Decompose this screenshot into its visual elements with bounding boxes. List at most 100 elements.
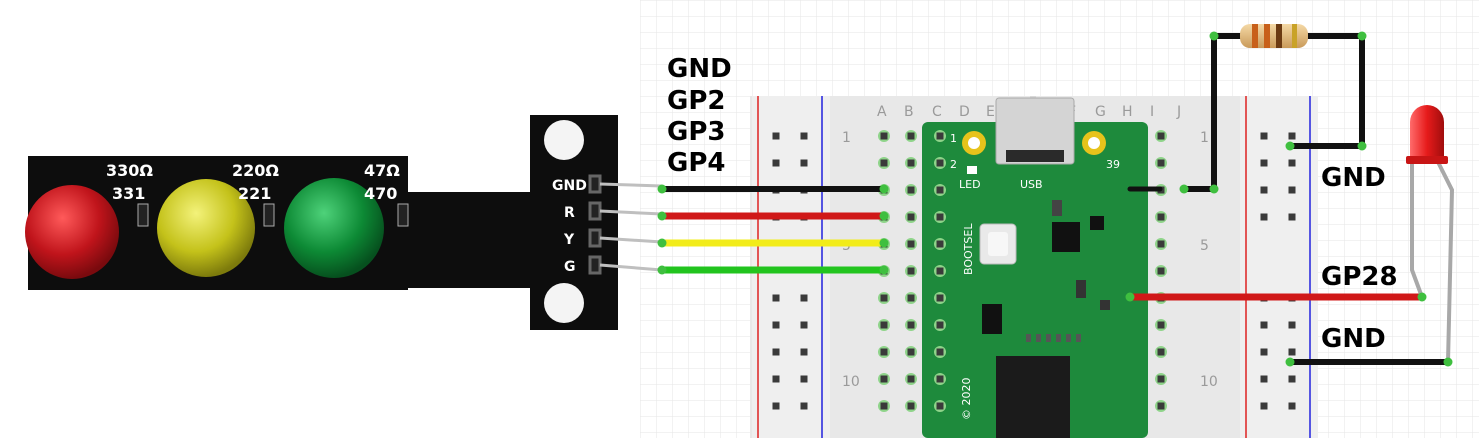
module-pin-label-y: Y <box>563 232 575 248</box>
breadboard-hole <box>800 321 808 329</box>
connection-labels: GND GP2 GP3 GP4 <box>667 54 732 178</box>
breadboard-hole <box>1288 186 1296 194</box>
breadboard-hole <box>800 375 808 383</box>
label-gp3: GP3 <box>667 117 726 147</box>
breadboard-hole <box>800 159 808 167</box>
pico-chip-small <box>1052 222 1080 252</box>
breadboard-hole <box>880 375 888 383</box>
pico-year-label: © 2020 <box>960 378 973 421</box>
breadboard-hole <box>936 321 944 329</box>
wire-end-dot <box>1443 357 1453 367</box>
breadboard-hole <box>936 159 944 167</box>
breadboard-hole <box>1260 321 1268 329</box>
breadboard-hole <box>907 186 915 194</box>
wire-end-dot <box>1209 184 1219 194</box>
breadboard-hole <box>880 132 888 140</box>
resistor-code-green: 470 <box>364 184 397 203</box>
breadboard-hole <box>1260 348 1268 356</box>
breadboard-hole <box>907 402 915 410</box>
wire-end-dot <box>657 184 667 194</box>
breadboard-hole <box>880 348 888 356</box>
breadboard-hole <box>772 132 780 140</box>
wire-resistor-to-bb <box>1181 33 1243 192</box>
breadboard-hole <box>772 159 780 167</box>
breadboard-hole <box>1157 213 1165 221</box>
resistor-value-red: 330Ω <box>106 161 153 180</box>
module-pin-label-gnd: GND <box>552 178 587 194</box>
breadboard-hole <box>936 213 944 221</box>
wire-end-dot <box>657 238 667 248</box>
led-body <box>1410 105 1444 158</box>
wire-end-dot <box>879 184 889 194</box>
breadboard-hole <box>772 321 780 329</box>
breadboard-hole <box>907 375 915 383</box>
breadboard-hole <box>772 402 780 410</box>
wire-end-dot <box>1125 292 1135 302</box>
wire-end-dot <box>1209 31 1219 41</box>
pico-pin-2-label: 2 <box>950 158 957 171</box>
breadboard-hole <box>907 267 915 275</box>
pico-usb-label: USB <box>1020 178 1043 191</box>
wire-end-dot <box>1357 141 1367 151</box>
wire-end-dot <box>1417 292 1427 302</box>
breadboard-hole <box>936 240 944 248</box>
module-mount-hole-bottom <box>544 283 584 323</box>
wire-end-dot <box>1179 184 1189 194</box>
breadboard-hole <box>772 294 780 302</box>
breadboard-hole <box>907 240 915 248</box>
breadboard-hole <box>1157 321 1165 329</box>
module-red-led <box>25 185 119 279</box>
external-led <box>1406 105 1455 363</box>
breadboard-hole <box>1260 132 1268 140</box>
breadboard-hole <box>800 294 808 302</box>
breadboard-hole <box>1288 348 1296 356</box>
column-label-a: A <box>877 104 887 120</box>
breadboard-hole <box>936 375 944 383</box>
wire-end-dot <box>879 265 889 275</box>
label-gnd-top-right: GND <box>1321 163 1386 193</box>
wire-end-markers <box>657 31 1453 367</box>
row-number-1-left: 1 <box>842 130 851 146</box>
wire-end-dot <box>1357 31 1367 41</box>
breadboard-hole <box>1288 375 1296 383</box>
pico-pcb <box>922 122 1148 438</box>
breadboard-hole <box>1288 321 1296 329</box>
wire-end-dot <box>657 265 667 275</box>
column-label-b: B <box>904 104 914 120</box>
wires <box>658 33 1451 365</box>
pico-onboard-led <box>967 166 977 174</box>
breadboard-hole <box>1260 213 1268 221</box>
column-label-g: G <box>1095 104 1106 120</box>
breadboard-hole <box>880 402 888 410</box>
breadboard-hole <box>907 213 915 221</box>
module-pin-label-r: R <box>564 205 575 221</box>
breadboard-hole <box>1288 213 1296 221</box>
module-yellow-led <box>157 179 255 277</box>
breadboard-hole <box>936 402 944 410</box>
wire-end-dot <box>879 211 889 221</box>
breadboard-hole <box>880 159 888 167</box>
breadboard-hole <box>1260 159 1268 167</box>
row-number-1-right: 1 <box>1200 130 1209 146</box>
resistor-value-green: 47Ω <box>364 161 400 180</box>
label-gnd: GND <box>667 54 732 84</box>
breadboard-hole <box>907 294 915 302</box>
wire-end-dot <box>1285 357 1295 367</box>
breadboard-hole <box>907 132 915 140</box>
pico-pin-1-label: 1 <box>950 132 957 145</box>
column-label-e: E <box>986 104 995 120</box>
column-label-d: D <box>959 104 970 120</box>
wire-end-dot <box>657 211 667 221</box>
traffic-light-module: 330Ω 331 220Ω 221 47Ω 470 GND R Y G <box>25 115 663 330</box>
breadboard-hole <box>880 294 888 302</box>
resistor-code-yellow: 221 <box>238 184 271 203</box>
breadboard-hole <box>800 348 808 356</box>
breadboard-hole <box>1157 375 1165 383</box>
module-pin-label-g: G <box>564 259 576 275</box>
module-pin-header <box>588 174 602 275</box>
breadboard-hole <box>936 267 944 275</box>
breadboard-hole <box>1288 402 1296 410</box>
breadboard-hole <box>1157 348 1165 356</box>
label-gp28: GP28 <box>1321 262 1398 292</box>
